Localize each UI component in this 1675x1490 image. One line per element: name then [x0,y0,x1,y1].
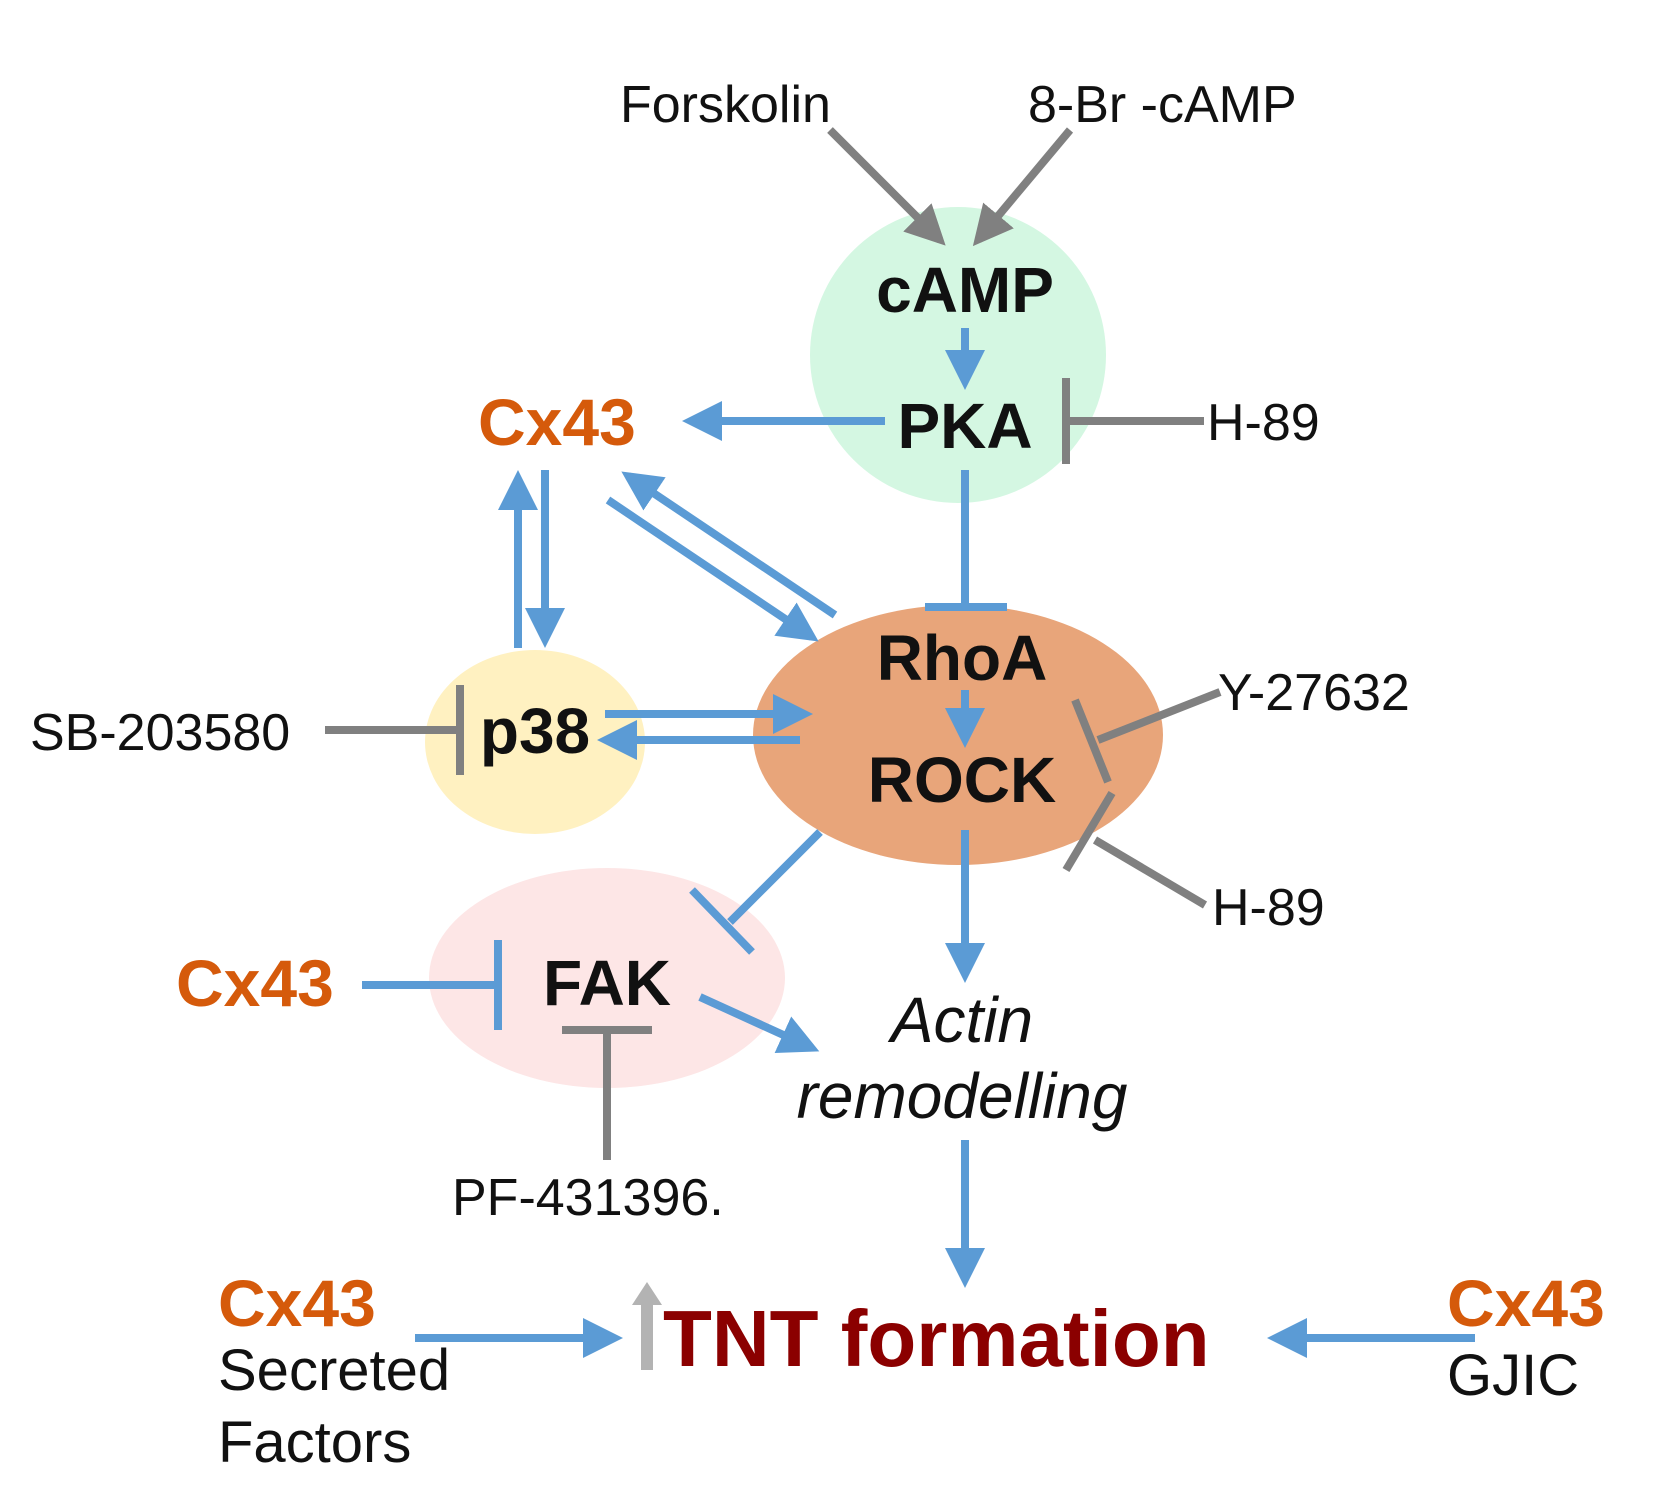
br-camp-label: 8-Br -cAMP [1028,76,1297,134]
rock-fak-bar [689,887,755,955]
sb203580-label: SB-203580 [30,704,290,762]
y27632-bar [1071,698,1112,784]
y27632-inhibit [1096,688,1222,744]
cx43-top-label: Cx43 [478,385,636,459]
h89-pka-label: H-89 [1207,394,1320,452]
h89-rock-inhibit [1092,836,1208,909]
fak-region [429,868,785,1088]
pf431396-label: PF-431396. [452,1169,724,1227]
secreted-label-line1: Secreted [218,1338,450,1403]
cx43-secreted-label: Cx43 [218,1266,376,1340]
pka-label: PKA [897,390,1032,462]
h89-rock-label: H-89 [1212,879,1325,937]
p38-label: p38 [480,695,590,767]
fak-label: FAK [543,947,671,1019]
actin-label-line2: remodelling [797,1060,1128,1132]
gjic-label: GJIC [1447,1343,1579,1408]
rhoa-label: RhoA [877,622,1048,694]
rock-fak-inhibit [727,829,823,925]
h89-rock-bar [1062,790,1116,873]
br-camp-arrow [972,127,1074,247]
cx43-fak-label: Cx43 [176,946,334,1020]
secreted-label-line2: Factors [218,1410,411,1475]
camp-label: cAMP [876,254,1054,326]
forskolin-arrow [827,127,946,246]
tnt-label: TNT formation [663,1294,1210,1383]
fak-actin-arrow [698,993,820,1053]
forskolin-label: Forskolin [620,76,831,134]
up-arrow-icon [632,1282,662,1370]
rock-label: ROCK [868,744,1056,816]
cx43-rhoa-arrow [605,496,819,642]
y27632-label: Y-27632 [1218,664,1410,722]
actin-label-line1: Actin [887,984,1033,1056]
rhoa-cx43-arrow [621,471,838,619]
cx43-gjic-label: Cx43 [1447,1266,1605,1340]
p38-region [425,650,645,834]
